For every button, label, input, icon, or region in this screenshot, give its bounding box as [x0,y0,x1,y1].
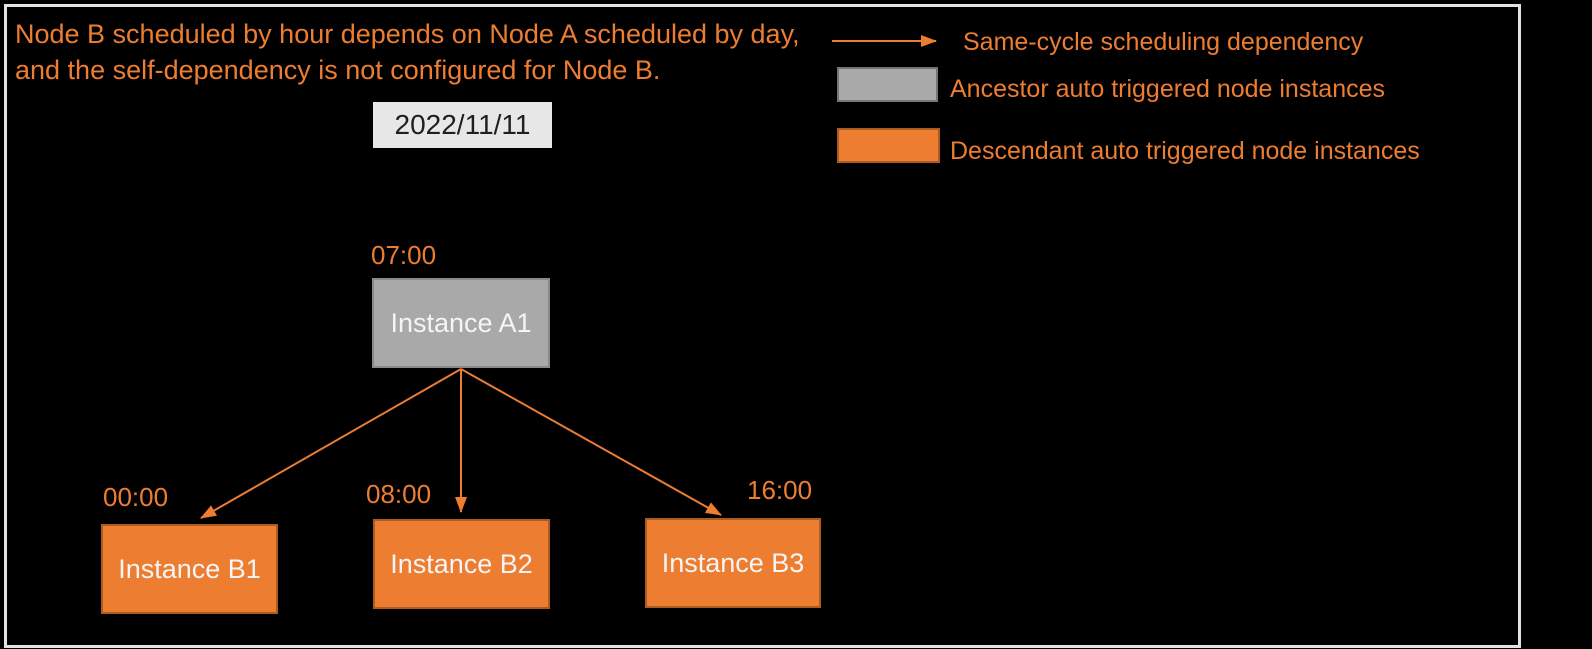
legend-item-descendant-label: Descendant auto triggered node instances [950,137,1420,165]
legend-item-same-cycle-label: Same-cycle scheduling dependency [963,28,1364,56]
node-instance-b2: Instance B2 [373,519,550,609]
business-date-box: 2022/11/11 [373,102,552,148]
legend-item-ancestor-label: Ancestor auto triggered node instances [950,75,1385,103]
node-instance-b1-label: Instance B1 [118,553,261,584]
diagram-title: Node B scheduled by hour depends on Node… [15,19,800,85]
instance-a1-time-label: 07:00 [371,240,437,270]
node-instance-a1-label: Instance A1 [390,307,532,338]
legend-ancestor-swatch [837,67,938,102]
instance-b1-time-label: 00:00 [103,482,169,512]
business-date-label: 2022/11/11 [394,109,531,140]
node-instance-b1: Instance B1 [101,524,278,614]
node-instance-a1: Instance A1 [372,278,550,368]
instance-b3-time-label: 16:00 [747,475,813,505]
legend-descendant-swatch [837,128,940,163]
node-instance-b2-label: Instance B2 [390,548,533,579]
node-instance-b3-label: Instance B3 [661,547,805,578]
node-instance-b3: Instance B3 [645,518,821,608]
instance-b2-time-label: 08:00 [366,479,432,509]
